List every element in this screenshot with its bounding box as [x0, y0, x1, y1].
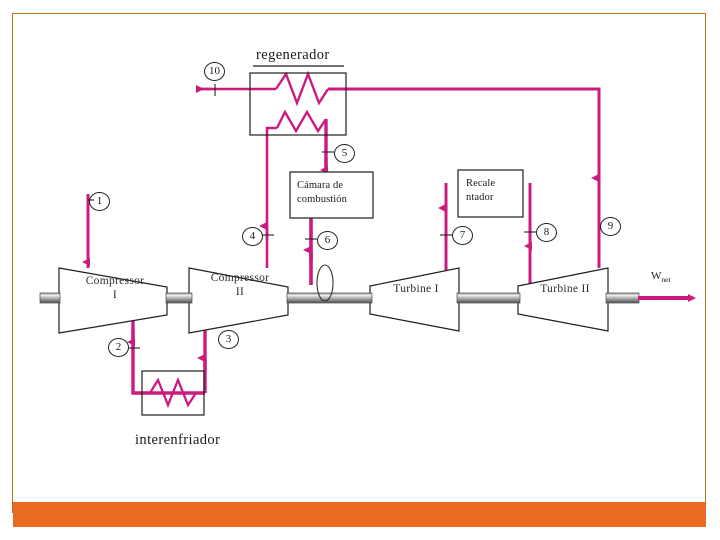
compressor-2-label-line1: Compressor	[210, 272, 270, 284]
state-label-4: 4	[242, 227, 263, 246]
state-label-9: 9	[600, 217, 621, 236]
state-label-3: 3	[218, 330, 239, 349]
compressor-2-label-line2: II	[235, 286, 245, 298]
reheater-label-line2: ntador	[466, 192, 494, 203]
w-net-subscript: net	[661, 275, 671, 285]
combustion-chamber-label-line1: Cámara de	[297, 180, 344, 191]
state-label-6: 6	[317, 231, 338, 250]
pipe-2-to-intercooler	[127, 316, 205, 395]
regenerator-upper-coil	[275, 70, 330, 107]
shaft-t2-output	[605, 292, 640, 304]
shaft-assembly	[39, 264, 640, 304]
shaft-c1-stub	[39, 292, 61, 304]
shaft-c1-c2	[165, 292, 193, 304]
pipe-4-to-regenerator	[259, 126, 277, 268]
combustion-chamber-label-line2: combustión	[297, 194, 347, 205]
intercooler-title: interenfriador	[135, 432, 221, 448]
compressor-1-body	[58, 267, 168, 334]
intercooler-box	[141, 370, 205, 416]
regenerator-lower-coil	[275, 109, 327, 134]
compressor-1-label-line1: Compressor	[85, 275, 145, 287]
state-label-5: 5	[334, 144, 355, 163]
slide-footer-bar	[13, 502, 706, 527]
shaft-rotation-icon	[316, 264, 334, 302]
regenerator-title: regenerador	[256, 47, 330, 63]
compressor-2-body	[188, 267, 289, 334]
state-label-8: 8	[536, 223, 557, 242]
pipe-9-exhaust-to-regenerator	[328, 87, 601, 268]
turbine-2-label: Turbine II	[540, 283, 590, 295]
w-net-label: Wnet	[651, 270, 671, 284]
regenerator-box	[249, 72, 347, 136]
turbine-1-label: Turbine I	[393, 283, 439, 295]
reheater-label-line1: Recale	[466, 178, 496, 189]
turbine-1-body	[369, 267, 460, 332]
state-label-7: 7	[452, 226, 473, 245]
turbine-2-body	[517, 267, 609, 332]
shaft-t1-t2	[456, 292, 521, 304]
intercooler-coil	[149, 376, 197, 409]
reheater-box	[457, 169, 524, 218]
compressor-1-label-line2: I	[112, 289, 118, 301]
state-label-2: 2	[108, 338, 129, 357]
combustion-chamber-box	[289, 171, 374, 219]
state-label-10: 10	[204, 62, 225, 81]
w-net-symbol: W	[651, 270, 662, 282]
state-label-1: 1	[89, 192, 110, 211]
